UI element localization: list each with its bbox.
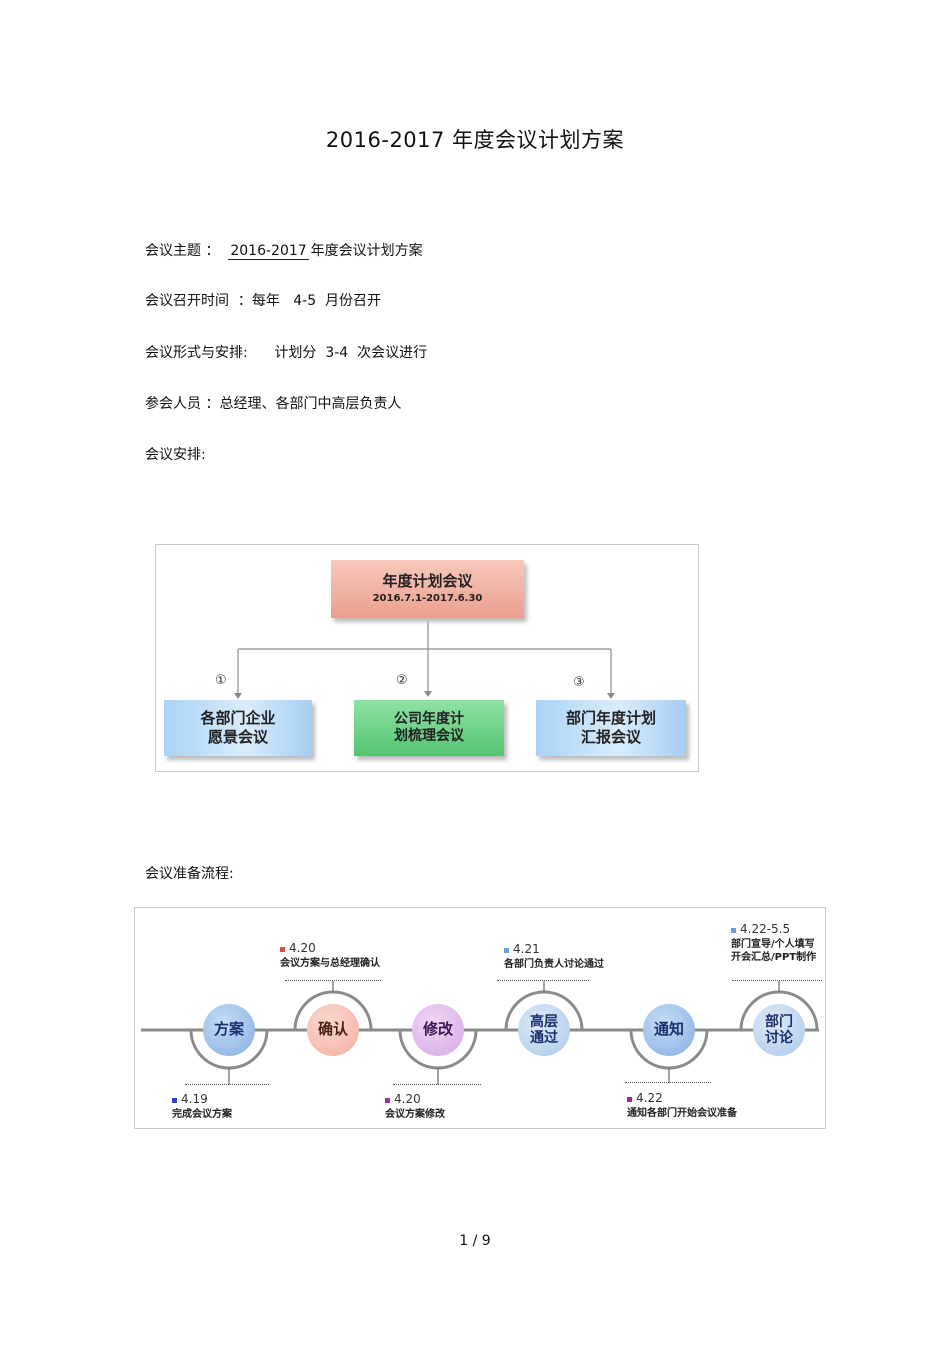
flow-note-3-text: 会议方案修改: [385, 1108, 445, 1120]
dept-report-meeting-line2: 汇报会议: [580, 728, 641, 746]
note-divider-1: [185, 1084, 269, 1085]
note-divider-5: [625, 1082, 711, 1083]
bullet-marker: [280, 946, 285, 952]
flow-note-5-date: 4.22: [636, 1091, 663, 1105]
org-chart-figure: 年度计划会议 2016.7.1-2017.6.30 ① ② ③ 各部门企业 愿景…: [155, 544, 699, 772]
theme-value: 2016-2017: [228, 243, 309, 260]
flow-step-notify: 通知: [643, 1004, 695, 1056]
meeting-attendees: 参会人员 ：总经理、各部门中高层负责人: [145, 396, 402, 412]
plan-review-meeting-line2: 划梳理会议: [394, 728, 464, 744]
flow-note-5: 4.22 通知各部门开始会议准备: [627, 1091, 737, 1120]
flow-step-confirm: 确认: [307, 1004, 359, 1056]
flow-step-dept-discuss-line2: 讨论: [765, 1030, 793, 1046]
branch-number-2: ②: [396, 673, 408, 688]
flow-note-6-text-1: 部门宣导/个人填写: [731, 938, 815, 950]
plan-review-meeting-box: 公司年度计 划梳理会议: [354, 700, 504, 756]
flow-note-6-text-2: 开会汇总/PPT制作: [731, 951, 817, 963]
branch-number-1: ①: [215, 673, 227, 688]
page-number: 1 / 9: [459, 1233, 491, 1249]
meeting-format: 会议形式与安排: 计划分 3-4 次会议进行: [145, 345, 428, 361]
flow-track: [141, 981, 819, 1085]
theme-label: 会议主题 ：: [145, 243, 220, 259]
flow-note-3: 4.20 会议方案修改: [385, 1092, 445, 1121]
vision-meeting-box: 各部门企业 愿景会议: [164, 700, 312, 756]
flow-note-1-text: 完成会议方案: [172, 1108, 232, 1120]
note-divider-3: [393, 1084, 481, 1085]
bullet-marker: [172, 1097, 177, 1103]
flow-note-1-date: 4.19: [181, 1092, 208, 1106]
note-divider-6: [732, 980, 822, 981]
dept-report-meeting-line1: 部门年度计划: [565, 709, 656, 728]
flow-note-6-date: 4.22-5.5: [740, 922, 791, 936]
note-divider-4: [497, 980, 589, 981]
flow-step-approve-line2: 通过: [530, 1030, 558, 1046]
flow-note-4-text: 各部门负责人讨论通过: [504, 958, 604, 970]
org-chart-connectors: [234, 618, 615, 699]
flow-note-2-text: 会议方案与总经理确认: [280, 957, 380, 969]
flow-note-6: 4.22-5.5 部门宣导/个人填写 开会汇总/PPT制作: [731, 922, 816, 964]
bullet-marker: [627, 1096, 632, 1102]
meeting-arrangement-label: 会议安排:: [145, 447, 206, 463]
flow-step-revise: 修改: [412, 1004, 464, 1056]
flow-step-dept-discuss-line1: 部门: [765, 1013, 793, 1030]
page-title: 2016-2017 年度会议计划方案: [325, 128, 625, 152]
flow-note-5-text: 通知各部门开始会议准备: [627, 1107, 737, 1119]
annual-plan-meeting-box: 年度计划会议 2016.7.1-2017.6.30: [331, 560, 524, 618]
vision-meeting-line2: 愿景会议: [207, 728, 268, 746]
flow-note-1: 4.19 完成会议方案: [172, 1092, 232, 1121]
bullet-marker: [504, 947, 509, 953]
flow-step-approve: 高层 通过: [518, 1004, 570, 1056]
prep-flow-figure: 方案 确认 修改 高层 通过 通知 部门 讨论 4.19 完成会议方案 4.20…: [134, 907, 826, 1129]
bullet-marker: [385, 1097, 390, 1103]
dept-report-meeting-box: 部门年度计划 汇报会议: [536, 700, 686, 756]
flow-step-plan-label: 方案: [213, 1020, 244, 1039]
flow-step-revise-label: 修改: [422, 1020, 453, 1039]
annual-plan-meeting-date: 2016.7.1-2017.6.30: [372, 593, 483, 605]
flow-step-dept-discuss: 部门 讨论: [753, 1004, 805, 1056]
bullet-marker: [731, 927, 736, 933]
annual-plan-meeting-title: 年度计划会议: [382, 572, 473, 591]
flow-note-2: 4.20 会议方案与总经理确认: [280, 941, 380, 970]
flow-step-plan: 方案: [203, 1004, 255, 1056]
flow-note-3-date: 4.20: [394, 1092, 421, 1106]
flow-note-4: 4.21 各部门负责人讨论通过: [504, 942, 604, 971]
theme-suffix: 年度会议计划方案: [310, 243, 423, 259]
flow-step-notify-label: 通知: [653, 1020, 684, 1039]
flow-step-confirm-label: 确认: [317, 1020, 348, 1039]
branch-number-3: ③: [573, 675, 585, 690]
vision-meeting-line1: 各部门企业: [200, 709, 276, 728]
flow-step-approve-line1: 高层: [530, 1013, 558, 1030]
note-divider-2: [285, 980, 381, 981]
flow-note-4-date: 4.21: [513, 942, 540, 956]
meeting-time: 会议召开时间 ：每年 4-5 月份召开: [145, 293, 382, 309]
prep-flow-label: 会议准备流程:: [145, 866, 234, 882]
flow-note-2-date: 4.20: [289, 941, 316, 955]
plan-review-meeting-line1: 公司年度计: [394, 710, 464, 727]
